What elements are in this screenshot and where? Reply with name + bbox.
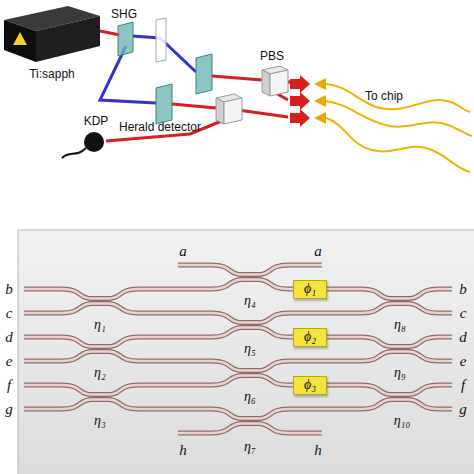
port-label: d xyxy=(5,329,13,346)
waveguide xyxy=(178,265,322,275)
red-beam xyxy=(172,104,216,108)
waveguide xyxy=(24,352,452,371)
pbs-cube xyxy=(262,66,288,96)
coupler-label: η₆ xyxy=(244,389,256,405)
laser-body xyxy=(4,6,100,62)
phase-label: ϕ₃ xyxy=(304,377,316,393)
detector-cable xyxy=(62,148,86,158)
coupler-label: η₉ xyxy=(394,365,406,381)
laser-label: Ti:sapph xyxy=(29,67,75,81)
arrow-symbol xyxy=(290,109,310,127)
waveguide xyxy=(24,376,452,395)
waveguide-group xyxy=(24,265,452,433)
port-label: a xyxy=(314,243,322,260)
coupler-label: η₁ xyxy=(94,317,106,333)
waveguide xyxy=(24,304,452,323)
coupler-label: η₁₀ xyxy=(394,413,411,429)
coupler-label: η₄ xyxy=(244,293,256,309)
waveguide-core xyxy=(24,352,452,371)
waveguide-core xyxy=(24,400,452,419)
waveguide-core xyxy=(178,424,322,434)
port-label: h xyxy=(314,442,322,459)
port-label: a xyxy=(179,243,187,260)
port-label: g xyxy=(5,401,13,418)
arrow-symbol xyxy=(290,75,310,93)
waveguide-core xyxy=(24,376,452,395)
fiber-coupler xyxy=(314,95,326,107)
waveguide xyxy=(178,424,322,434)
arrow-symbol xyxy=(290,92,310,110)
port-label: c xyxy=(460,305,467,322)
coupler-label: η₃ xyxy=(94,413,106,429)
crystal-label: KDP xyxy=(84,114,109,128)
phase-label: ϕ₁ xyxy=(304,281,316,297)
port-label: d xyxy=(459,329,467,346)
crystal xyxy=(156,84,172,124)
port-label: f xyxy=(7,377,11,394)
optical-fiber xyxy=(326,101,472,136)
dichroic-plate xyxy=(156,18,166,62)
waveguide xyxy=(24,280,452,299)
crystal xyxy=(196,54,212,94)
port-label: c xyxy=(6,305,13,322)
waveguide-core xyxy=(178,265,322,275)
phase-shifter: ϕ₁ xyxy=(293,280,327,299)
waveguide-core xyxy=(24,304,452,323)
blue-beam xyxy=(100,46,156,103)
waveguide-core xyxy=(24,328,452,347)
optical-fiber xyxy=(326,118,470,172)
port-label: f xyxy=(461,377,465,394)
fiber-coupler xyxy=(314,112,326,124)
crystal-label: SHG xyxy=(111,7,137,21)
detector-label: Herald detector xyxy=(119,120,201,134)
waveguide xyxy=(24,328,452,347)
port-label: b xyxy=(459,281,467,298)
waveguide xyxy=(24,400,452,419)
coupler-label: η₂ xyxy=(94,365,106,381)
red-beam xyxy=(212,76,262,80)
waveguide-core xyxy=(24,280,452,299)
pbs-cube xyxy=(216,94,242,124)
phase-label: ϕ₂ xyxy=(304,329,316,345)
port-label: g xyxy=(459,401,467,418)
port-label: b xyxy=(5,281,13,298)
coupler-label: η₅ xyxy=(244,341,256,357)
red-beam xyxy=(100,31,120,35)
port-label: e xyxy=(6,353,13,370)
photonic-chip xyxy=(18,230,474,474)
coupler-label: η₇ xyxy=(244,439,256,455)
port-label: h xyxy=(179,442,187,459)
chip-label: To chip xyxy=(365,89,403,103)
phase-shifter: ϕ₂ xyxy=(293,328,327,347)
pbs-label: PBS xyxy=(260,49,284,63)
coupler-label: η₈ xyxy=(394,317,406,333)
shg-crystal xyxy=(118,22,133,56)
herald-detector xyxy=(84,132,104,152)
red-beam xyxy=(106,120,224,141)
port-label: e xyxy=(460,353,467,370)
phase-shifter: ϕ₃ xyxy=(293,376,327,395)
fiber-coupler xyxy=(314,78,326,90)
red-beam xyxy=(238,110,288,117)
